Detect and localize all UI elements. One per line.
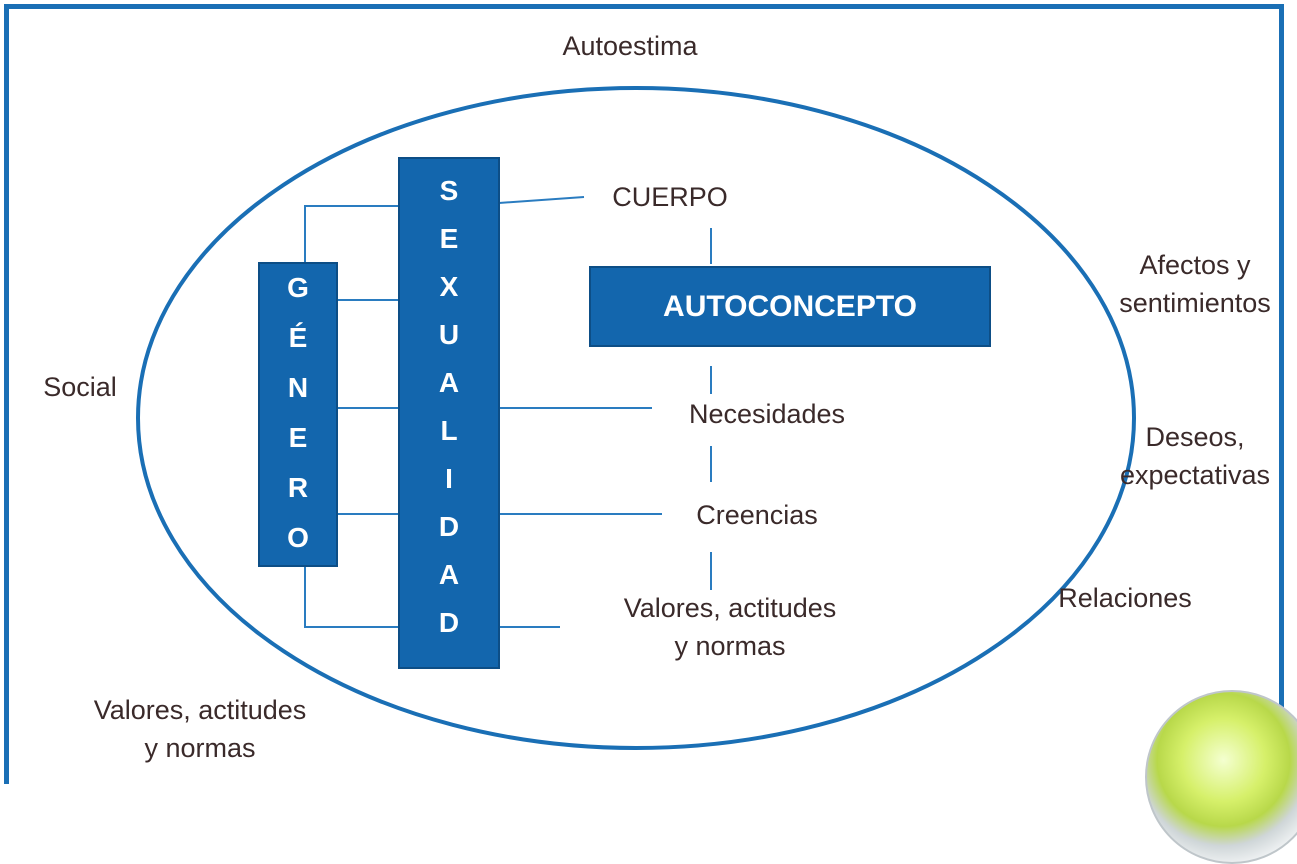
connector-genero-top <box>304 205 399 262</box>
sexualidad-letter: D <box>438 511 460 542</box>
genero-letter: E <box>288 422 308 453</box>
sexualidad-letter: D <box>438 607 460 638</box>
sexualidad-letter: S <box>439 175 459 206</box>
sexualidad-letter: X <box>439 271 459 302</box>
sexualidad-letter: I <box>445 463 453 494</box>
connector-cuerpo <box>498 196 585 204</box>
autoconcepto-title: AUTOCONCEPTO <box>663 289 917 323</box>
label-deseos: Deseos, expectativas <box>1119 422 1271 490</box>
sexualidad-letter: L <box>440 415 458 446</box>
genero-letter: G <box>287 272 309 303</box>
sexualidad-letter: E <box>439 223 459 254</box>
label-valores-outer: Valores, actitudes y normas <box>93 695 307 763</box>
label-autoestima: Autoestima <box>562 31 698 61</box>
autoconcepto-box: AUTOCONCEPTO <box>589 266 991 347</box>
label-necesidades: Necesidades <box>688 399 846 429</box>
label-relaciones: Relaciones <box>1058 583 1192 613</box>
genero-letter: N <box>287 372 309 403</box>
sexualidad-letter: A <box>438 559 460 590</box>
genero-letter: R <box>287 472 309 503</box>
label-creencias: Creencias <box>696 500 818 530</box>
outer-ellipse <box>136 86 1136 750</box>
genero-letter: É <box>288 322 308 353</box>
diagram-frame <box>4 4 1284 784</box>
label-social: Social <box>43 372 117 402</box>
connector-layer <box>136 86 1136 750</box>
sexualidad-letter: A <box>438 367 460 398</box>
label-afectos: Afectos y sentimientos <box>1119 250 1271 318</box>
label-cuerpo: CUERPO <box>612 182 728 212</box>
connector-genero-bottom <box>304 567 399 628</box>
sexualidad-letter: U <box>438 319 460 350</box>
label-valores-inner: Valores, actitudes y normas <box>623 593 837 661</box>
genero-letter: O <box>287 522 309 553</box>
